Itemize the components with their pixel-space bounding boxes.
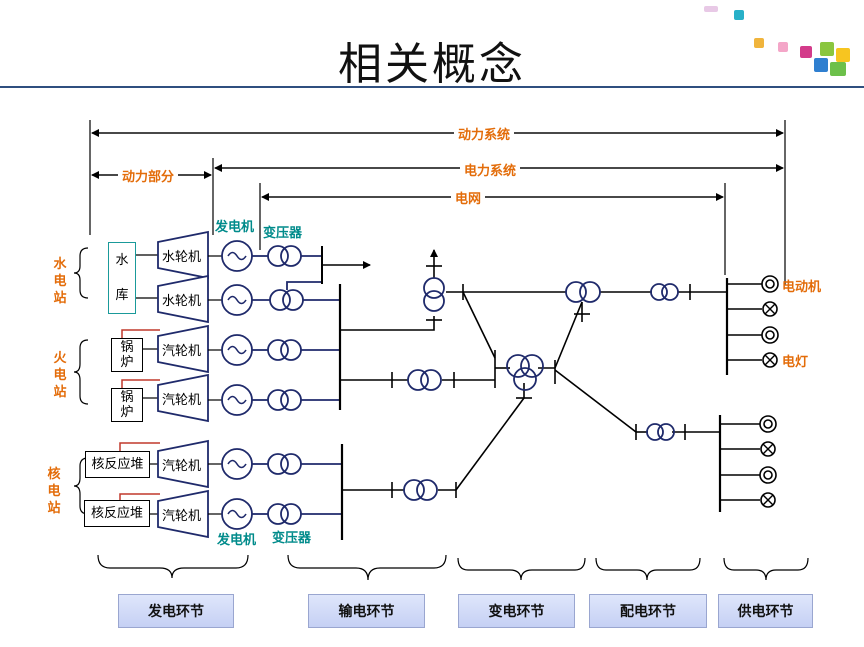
motor-label: 电动机: [782, 280, 822, 295]
plant-braces: [73, 247, 89, 515]
decor-square: [830, 62, 846, 76]
nuclear-plant-label: 核电站: [47, 467, 61, 516]
page-title: 相关概念: [338, 39, 526, 90]
buses: [338, 278, 729, 540]
transformer-label-bottom: 变压器: [272, 531, 312, 546]
hydro-plant-label: 水电站: [53, 257, 67, 306]
boiler-label-1: 锅: [120, 340, 134, 355]
reservoir-label-2: 库: [115, 288, 129, 303]
stage-distribution: 配电环节: [589, 594, 707, 628]
thermal-plant-label: 火电站: [53, 351, 67, 400]
decor-square: [820, 42, 834, 56]
steam-turbine-label: 汽轮机: [162, 509, 202, 524]
decor-square: [778, 42, 788, 52]
heat-links: [119, 329, 160, 502]
water-turbine-label: 水轮机: [162, 250, 202, 265]
boiler-label-1: 锅: [120, 390, 134, 405]
generator-label-top: 发电机: [215, 220, 255, 235]
power-part-span-label: 动力部分: [117, 166, 179, 185]
water-turbine-label: 水轮机: [162, 294, 202, 309]
decor-square: [754, 38, 764, 48]
reactor-box: 核反应堆: [84, 500, 150, 527]
stage-generation: 发电环节: [118, 594, 234, 628]
electric-system-span-label: 电力系统: [459, 160, 521, 179]
decor-square: [800, 46, 812, 58]
steam-turbine-label: 汽轮机: [162, 393, 202, 408]
generator-label-bottom: 发电机: [217, 533, 257, 548]
decor-square: [704, 6, 718, 12]
decor-square: [814, 58, 828, 72]
stage-transmission: 输电环节: [308, 594, 425, 628]
step-up-transformers: [267, 245, 304, 525]
title-divider: [0, 86, 864, 88]
reservoir-box: 水 库: [108, 242, 136, 314]
power-system-span-label: 动力系统: [453, 124, 515, 143]
stage-supply: 供电环节: [718, 594, 813, 628]
lamp-label: 电灯: [782, 355, 809, 370]
steam-turbine-label: 汽轮机: [162, 459, 202, 474]
stage-braces: [97, 554, 809, 581]
transformer-label-top: 变压器: [263, 226, 303, 241]
boiler-box: 锅 炉: [111, 388, 143, 422]
reactor-box: 核反应堆: [85, 451, 150, 478]
reservoir-label-1: 水: [115, 253, 129, 268]
steam-turbine-label: 汽轮机: [162, 344, 202, 359]
decor-square: [734, 10, 744, 20]
decor-square: [836, 48, 850, 62]
grid-span-label: 电网: [450, 188, 486, 207]
turbines: [157, 230, 209, 539]
boiler-label-2: 炉: [120, 405, 134, 420]
stage-transformation: 变电环节: [458, 594, 575, 628]
boiler-label-2: 炉: [120, 355, 134, 370]
boiler-box: 锅 炉: [111, 338, 143, 372]
generators: [221, 240, 253, 530]
